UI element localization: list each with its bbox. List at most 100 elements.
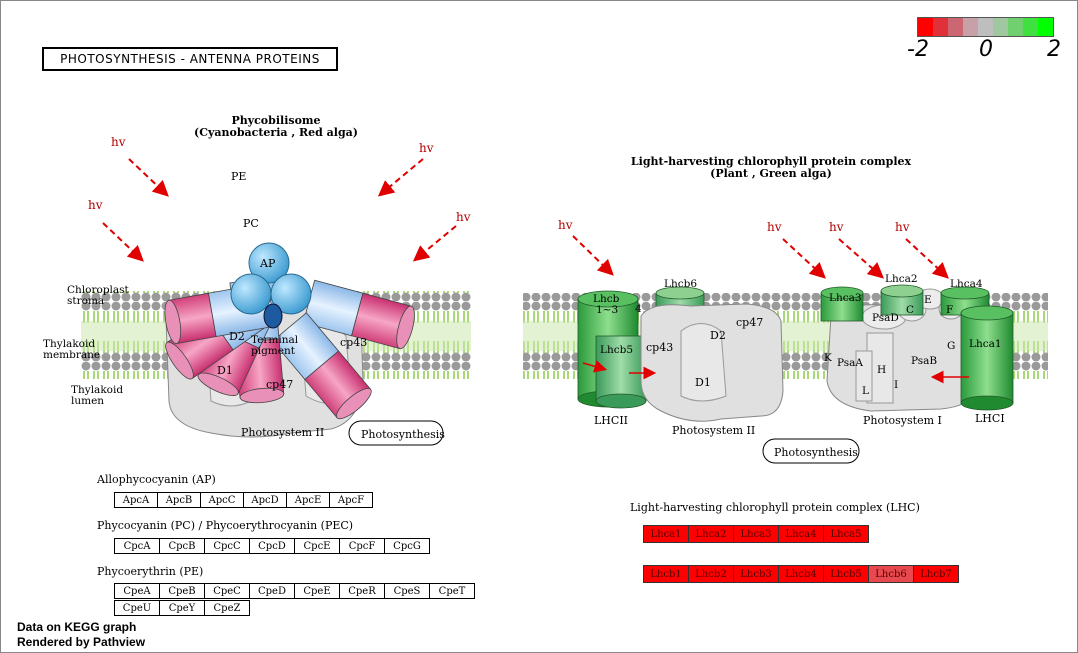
gene-box[interactable]: Lhca3 (733, 525, 779, 543)
gene-box[interactable]: ApcB (157, 492, 201, 508)
pc-group-label: Phycocyanin (PC) / Phycoerythrocyanin (P… (97, 519, 354, 532)
gene-box[interactable]: CpcC (204, 538, 250, 554)
gene-box[interactable]: CpeC (204, 583, 250, 599)
legend-max-label: 2 (1047, 37, 1061, 62)
legend-swatch (948, 18, 963, 36)
gene-box[interactable]: Lhca4 (778, 525, 824, 543)
pe-label: PE (231, 170, 246, 183)
legend-swatch (918, 18, 933, 36)
phycobilisome-subtitle: (Cyanobacteria , Red alga) (194, 126, 358, 139)
gene-box[interactable]: CpeR (339, 583, 385, 599)
credit-line-2: Rendered by Pathview (17, 635, 146, 649)
gene-box[interactable]: Lhcb2 (688, 565, 734, 583)
legend-mid-label: 0 (979, 37, 993, 62)
gene-box[interactable]: Lhcb1 (643, 565, 689, 583)
lhca2-label: Lhca2 (885, 273, 918, 285)
gene-box[interactable]: CpeZ (204, 600, 250, 616)
psa-h-label: H (877, 364, 886, 376)
gene-box[interactable]: Lhcb4 (778, 565, 824, 583)
psa-g-label: G (947, 340, 955, 352)
gene-box[interactable]: CpeS (384, 583, 430, 599)
hv-label: hv (419, 141, 434, 155)
ps1-label: Photosystem I (863, 414, 942, 427)
stroma-label: Chloroplast (67, 284, 130, 296)
ps2-label: Photosystem II (672, 424, 755, 437)
gene-box[interactable]: Lhca1 (643, 525, 689, 543)
photosynthesis-link[interactable]: Photosynthesis (774, 446, 858, 459)
hv-label: hv (767, 220, 782, 234)
legend-swatch (1008, 18, 1023, 36)
psa-k-label: K (824, 352, 832, 364)
gene-box[interactable]: CpcG (384, 538, 430, 554)
psab-label: PsaB (911, 355, 937, 367)
lhcb5-label: Lhcb5 (600, 344, 633, 356)
legend-swatch (933, 18, 948, 36)
membrane-label: Thylakoid (43, 338, 95, 350)
gene-box[interactable]: ApcF (329, 492, 373, 508)
gene-box[interactable]: Lhca2 (688, 525, 734, 543)
color-legend (917, 17, 1054, 37)
gene-box[interactable]: CpeB (159, 583, 205, 599)
psaa-label: PsaA (837, 357, 863, 369)
cp43-label: cp43 (340, 336, 367, 349)
hv-label: hv (895, 220, 910, 234)
gene-box[interactable]: CpeT (429, 583, 475, 599)
gene-box[interactable]: Lhcb7 (913, 565, 959, 583)
gene-box[interactable]: Lhcb6 (868, 565, 914, 583)
lumen-label: lumen (71, 395, 104, 407)
lhca3-label: Lhca3 (829, 292, 862, 304)
gene-box[interactable]: ApcD (243, 492, 287, 508)
lumen-label: Thylakoid (71, 384, 123, 396)
gene-box[interactable]: ApcA (114, 492, 158, 508)
credit-line-1: Data on KEGG graph (17, 620, 137, 634)
gene-box[interactable]: CpcD (249, 538, 295, 554)
lhcb-label: Lhcb (593, 293, 620, 305)
gene-box[interactable]: CpeA (114, 583, 160, 599)
gene-box[interactable]: ApcE (286, 492, 330, 508)
lhca4-label: Lhca4 (950, 278, 983, 290)
lhc-group-label: Light-harvesting chlorophyll protein com… (630, 501, 920, 514)
lhcb4-label: 4 (635, 303, 642, 315)
d2-label: D2 (229, 330, 245, 343)
gene-box[interactable]: Lhcb5 (823, 565, 869, 583)
gene-box[interactable]: ApcC (200, 492, 244, 508)
gene-box[interactable]: CpcA (114, 538, 160, 554)
stroma-label: stroma (67, 295, 104, 307)
lhc-title: Light-harvesting chlorophyll protein com… (631, 155, 912, 168)
lhcb6-label: Lhcb6 (664, 278, 697, 290)
gene-box[interactable]: CpeE (294, 583, 340, 599)
lhca1-label: Lhca1 (969, 338, 1002, 350)
photosynthesis-link[interactable]: Photosynthesis (361, 428, 445, 441)
legend-min-label: -2 (907, 37, 929, 62)
ap-group-label: Allophycocyanin (AP) (97, 473, 216, 486)
lhcii-label: LHCII (594, 414, 628, 427)
legend-swatch (978, 18, 993, 36)
hv-label: hv (829, 220, 844, 234)
cp43-label: cp43 (646, 341, 673, 354)
legend-swatch (1038, 18, 1053, 36)
d1-label: D1 (217, 364, 233, 377)
ap-label: AP (259, 257, 276, 270)
gene-box[interactable]: CpeD (249, 583, 295, 599)
gene-box[interactable]: CpeY (159, 600, 205, 616)
membrane-label: membrane (43, 349, 100, 361)
gene-box[interactable]: CpeU (114, 600, 160, 616)
terminal-pigment-label: pigment (251, 345, 296, 357)
psa-f-label: F (946, 304, 953, 316)
d1-label: D1 (695, 376, 711, 389)
gene-box[interactable]: Lhca5 (823, 525, 869, 543)
ps2-label: Photosystem II (241, 426, 324, 439)
legend-swatch (993, 18, 1008, 36)
gene-box[interactable]: Lhcb3 (733, 565, 779, 583)
hv-label: hv (88, 198, 103, 212)
hv-label: hv (111, 135, 126, 149)
gene-box[interactable]: CpcB (159, 538, 205, 554)
gene-box[interactable]: CpcE (294, 538, 340, 554)
gene-box[interactable]: CpcF (339, 538, 385, 554)
